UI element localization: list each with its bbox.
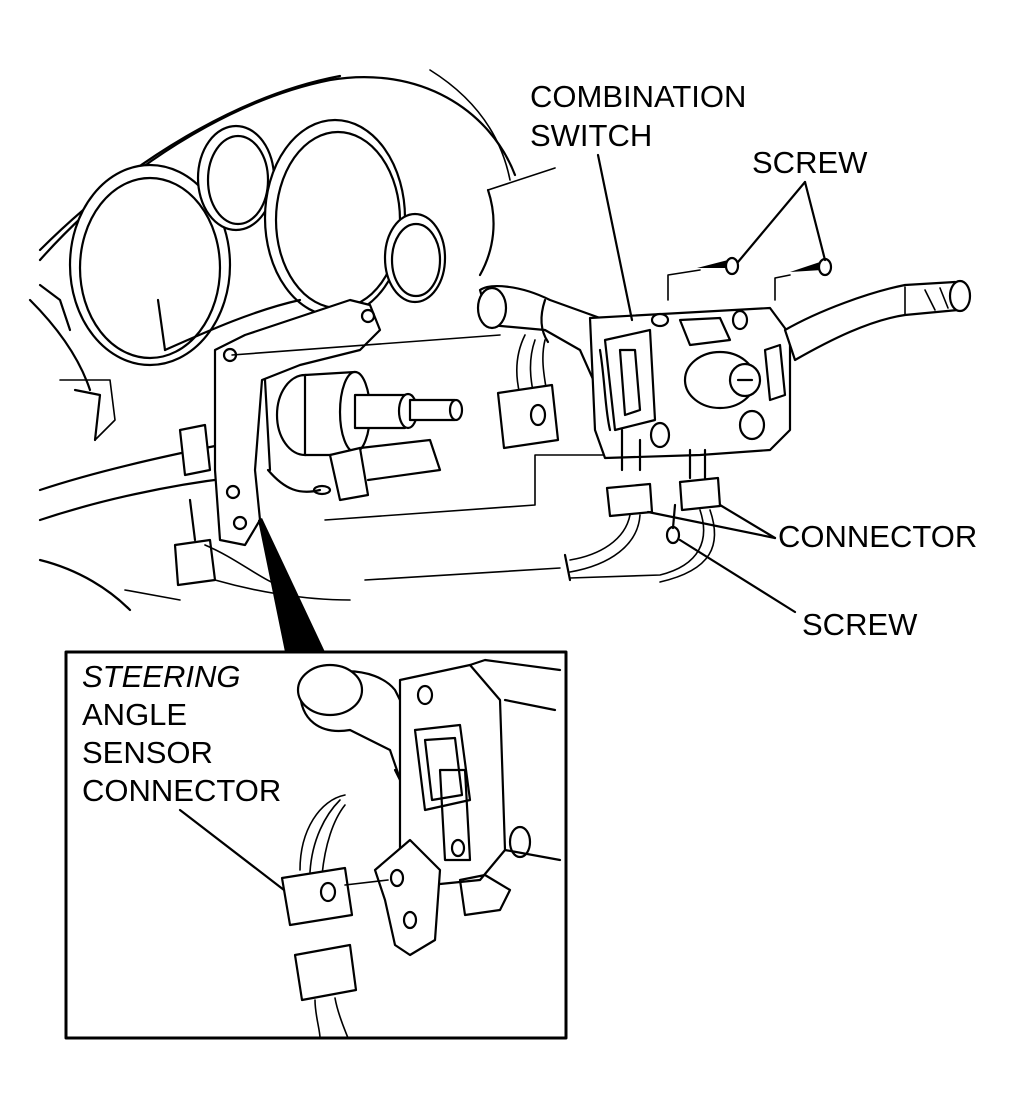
guide-lines [231,334,606,581]
zoom-pointer [258,518,325,652]
label-combination-line2: SWITCH [530,118,652,153]
label-steering-line3: SENSOR [82,735,213,770]
instrument-cluster [28,69,556,612]
label-screw-top: SCREW [752,145,868,180]
leader-lines [596,153,827,614]
screws-top [667,256,833,301]
label-combination-line1: COMBINATION [530,79,746,114]
label-steering-line1: STEERING [82,659,240,694]
label-connector: CONNECTOR [778,519,977,554]
labels: COMBINATION SWITCH SCREW CONNECTOR SCREW… [82,79,977,808]
label-screw-bottom: SCREW [802,607,918,642]
steering-column [124,298,464,601]
label-steering-line2: ANGLE [82,697,187,732]
inset-detail [64,650,568,1040]
connectors-bottom [563,476,722,583]
combination-switch [476,279,972,480]
label-steering-line4: CONNECTOR [82,773,281,808]
